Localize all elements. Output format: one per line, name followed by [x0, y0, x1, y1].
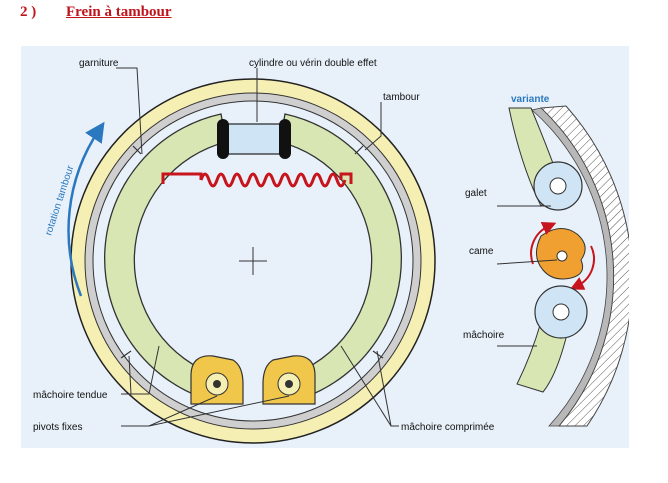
label-variante: variante [511, 94, 550, 105]
section-number: 2 ) [20, 4, 37, 20]
wheel-cylinder [217, 119, 291, 159]
label-machoire-tendue: mâchoire tendue [33, 390, 108, 401]
label-tambour: tambour [383, 92, 420, 103]
left-pivot [190, 355, 244, 405]
variante-lower-shoe [516, 321, 567, 393]
label-machoire-comprimee: mâchoire comprimée [401, 422, 495, 433]
drum-brake-diagram: rotation tambour garniture cylindre ou v… [33, 58, 633, 444]
lining-gaps [120, 145, 384, 359]
diagram-panel: rotation tambour garniture cylindre ou v… [21, 46, 633, 448]
label-pivots-fixes: pivots fixes [33, 422, 82, 433]
label-machoire: mâchoire [463, 330, 505, 341]
leader-lines [116, 67, 399, 427]
label-cylindre: cylindre ou vérin double effet [249, 58, 377, 69]
center-cross [239, 247, 267, 275]
right-pivot [262, 355, 316, 405]
label-came: came [469, 246, 494, 257]
section-heading: 2 ) Frein à tambour [20, 4, 172, 21]
variante-inset [496, 105, 633, 427]
rotation-arrow [67, 121, 105, 297]
label-garniture: garniture [79, 58, 119, 69]
return-spring [161, 172, 353, 188]
label-galet: galet [465, 188, 487, 199]
variante-lining [531, 107, 614, 427]
section-title: Frein à tambour [66, 4, 172, 20]
